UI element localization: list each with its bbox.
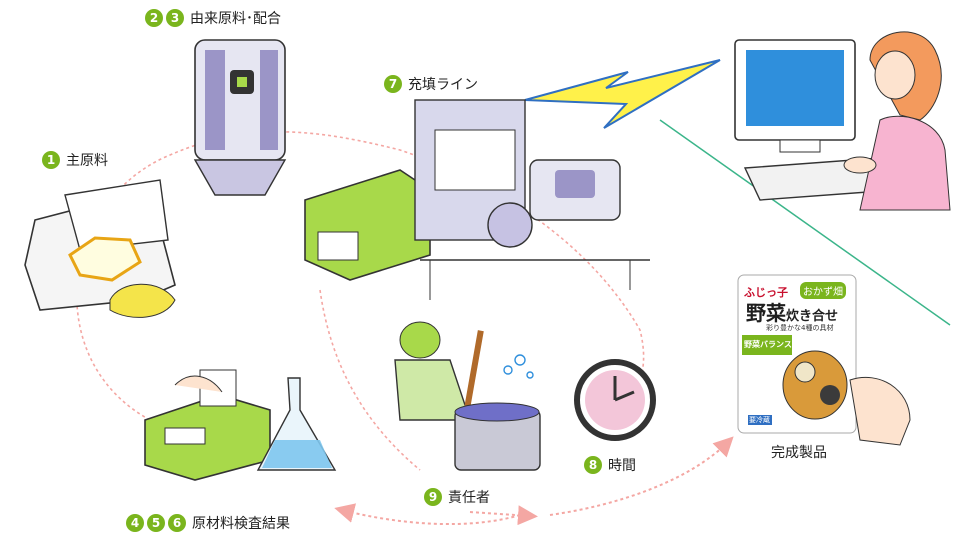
step-badge: 1 (42, 151, 60, 169)
arrow-to-inspection (334, 503, 521, 526)
step-badge: 7 (384, 75, 402, 93)
package-name-a: 野菜 (746, 301, 786, 325)
label-text: 主原料 (66, 153, 108, 169)
label-text: 充填ライン (408, 77, 478, 93)
arrow-to-responsible (469, 505, 538, 526)
link-line (659, 119, 951, 326)
step-badge: 2 (145, 9, 163, 27)
label-responsible: 9 責任者 (424, 487, 490, 507)
mixing-tank-icon (193, 39, 287, 196)
package-subtitle: 彩り豊かな4種の具材 (766, 324, 834, 332)
package-series: おかず畑 (800, 282, 846, 299)
label-main-material: 1 主原料 (42, 150, 108, 170)
label-time: 8 時間 (584, 455, 636, 475)
lightning-icon (524, 59, 721, 129)
label-text: 完成製品 (771, 445, 827, 461)
label-text: 由来原料･配合 (190, 11, 281, 27)
step-badge: 5 (147, 514, 165, 532)
label-text: 責任者 (448, 490, 490, 506)
label-inspection: 4 5 6 原材料検査結果 (126, 513, 290, 533)
package-balance: 野菜バランス (744, 340, 792, 349)
package-name-b: 炊き合せ (786, 309, 839, 324)
computer-user-icon (734, 31, 951, 211)
step-badge: 4 (126, 514, 144, 532)
cycle-path-inner (319, 289, 421, 471)
product-package-icon (737, 274, 911, 446)
package-title: 野菜炊き合せ (746, 297, 838, 326)
clock-icon (574, 359, 656, 441)
package-brand: ふじっ子 (744, 286, 788, 299)
step-badge: 8 (584, 456, 602, 474)
step-badge: 3 (166, 9, 184, 27)
arrow-to-product (549, 436, 734, 516)
flask-icon (256, 377, 337, 471)
package-badge: 要冷蔵 (749, 416, 770, 424)
label-origin-material: 2 3 由来原料･配合 (145, 8, 281, 28)
label-text: 時間 (608, 458, 636, 474)
worker-icon (394, 321, 541, 471)
step-badge: 9 (424, 488, 442, 506)
filling-machine-icon (304, 99, 650, 300)
lab-analyzer-icon (144, 369, 271, 481)
label-finished-product: 完成製品 (768, 442, 827, 462)
label-text: 原材料検査結果 (192, 516, 290, 532)
ingredient-sack-icon (24, 179, 176, 318)
step-badge: 6 (168, 514, 186, 532)
label-filling-line: 7 充填ライン (384, 74, 478, 94)
